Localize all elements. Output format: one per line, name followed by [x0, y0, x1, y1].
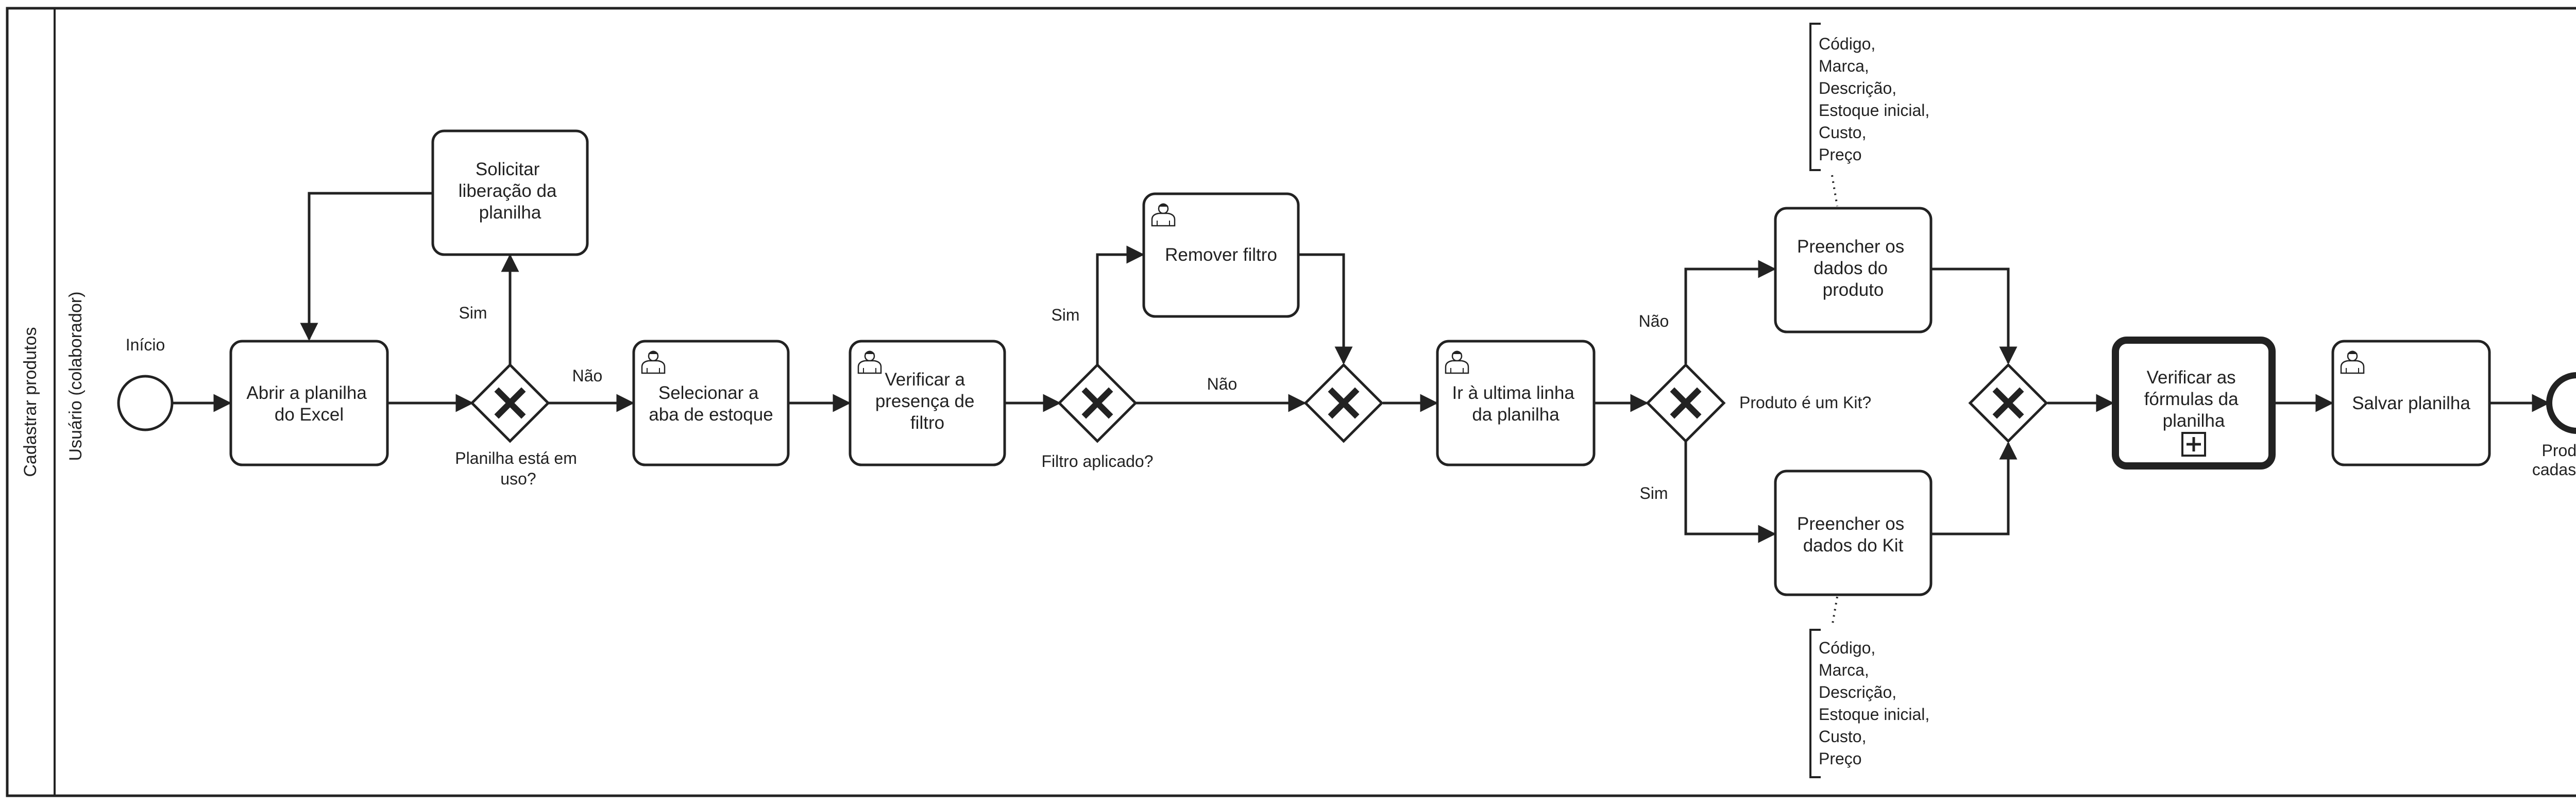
end-event-label: Produtos cadastrados — [2532, 441, 2576, 479]
annotation-kit: Código, Marca, Descrição, Estoque inicia… — [1809, 596, 1934, 778]
svg-text:Preencher os dados do: Preencher os dados do produto — [1797, 237, 1909, 300]
gateway-merge-dados — [1968, 363, 2048, 443]
task-dados-produto: Preencher os dados do produto — [1774, 207, 1933, 333]
svg-text:Selecionar a aba de esto: Selecionar a aba de estoque — [649, 383, 773, 425]
flow-solicitar-abrir — [300, 192, 433, 341]
exclusive-x-icon — [494, 387, 526, 419]
gateway-merge-filtro — [1303, 363, 1384, 443]
flow-gw2-remover — [1096, 245, 1145, 365]
task-verificar-filtro: Verificar a presença de filtro — [849, 340, 1006, 466]
gateway-uso-yes-label: Sim — [459, 304, 487, 322]
task-dados-kit: Preencher os dados do Kit — [1774, 470, 1933, 596]
svg-text:Solicitar liberação da: Solicitar liberação da planilha — [459, 159, 562, 223]
task-solicitar-liberacao: Solicitar liberação da planilha — [431, 129, 589, 256]
gateway-uso-question: Planilha está em uso? — [455, 449, 581, 488]
flow-remover-gw3 — [1298, 253, 1353, 365]
flow-gw4-produto — [1684, 260, 1776, 364]
flow-gw4-kit — [1684, 441, 1776, 543]
svg-text:Preencher os dados do Ki: Preencher os dados do Kit — [1797, 514, 1909, 556]
task-salvar-planilha: Salvar planilha — [2331, 340, 2491, 466]
start-event-label: Início — [126, 336, 165, 354]
start-event: Início — [117, 336, 174, 431]
exclusive-x-icon — [1328, 387, 1360, 419]
exclusive-x-icon — [1992, 387, 2024, 419]
gateway-produto-kit: Não Sim Produto é um Kit? — [1639, 312, 1871, 502]
svg-text:Remover filtro: Remover filtro — [1165, 245, 1277, 265]
gateway-filtro-no-label: Não — [1207, 375, 1238, 393]
svg-text:Código, Marca, Des: Código, Marca, Descrição, Estoque inicia… — [1819, 639, 1934, 768]
lane-label: Usuário (colaborador) — [66, 292, 86, 461]
gateway-kit-yes-label: Sim — [1639, 484, 1668, 502]
task-abrir-planilha: Abrir a planilha do Excel — [229, 340, 389, 466]
task-ultima-linha: Ir à ultima linha da planilha — [1436, 340, 1596, 466]
task-selecionar-aba: Selecionar a aba de estoque — [632, 340, 790, 466]
gateway-uso-no-label: Não — [572, 366, 603, 385]
svg-text:Ir à ultima linha da pla: Ir à ultima linha da planilha — [1452, 383, 1579, 425]
exclusive-x-icon — [1081, 387, 1113, 419]
flow-produto-gw5 — [1931, 267, 2018, 365]
svg-text:Verificar as fórmulas da: Verificar as fórmulas da planilha — [2144, 367, 2244, 431]
svg-text:Código, Marca, Des: Código, Marca, Descrição, Estoque inicia… — [1819, 35, 1934, 164]
task-verificar-formulas: Verificar as fórmulas da planilha — [2112, 337, 2276, 470]
gateway-kit-question: Produto é um Kit? — [1739, 393, 1871, 412]
gateway-kit-no-label: Não — [1639, 312, 1669, 330]
gateway-filtro-yes-label: Sim — [1051, 306, 1079, 324]
annotation-produto: Código, Marca, Descrição, Estoque inicia… — [1809, 23, 1934, 207]
exclusive-x-icon — [1670, 387, 1702, 419]
task-remover-filtro: Remover filtro — [1142, 192, 1300, 318]
flow-kit-gw5 — [1931, 441, 2018, 535]
svg-text:Verificar a presença de: Verificar a presença de filtro — [875, 370, 979, 433]
gateway-planilha-uso: Sim Não Planilha está em uso? — [455, 304, 602, 488]
gateway-filtro-question: Filtro aplicado? — [1042, 452, 1154, 471]
pool-label: Cadastrar produtos — [21, 327, 40, 477]
end-event: Produtos cadastrados — [2532, 372, 2576, 479]
svg-text:Abrir a planilha do Exce: Abrir a planilha do Excel — [246, 383, 371, 425]
sequence-flows — [172, 192, 2550, 543]
gateway-filtro-aplicado: Sim Não Filtro aplicado? — [1042, 306, 1238, 471]
svg-text:Salvar planilha: Salvar planilha — [2352, 393, 2470, 413]
subprocess-marker-icon — [2181, 432, 2206, 457]
